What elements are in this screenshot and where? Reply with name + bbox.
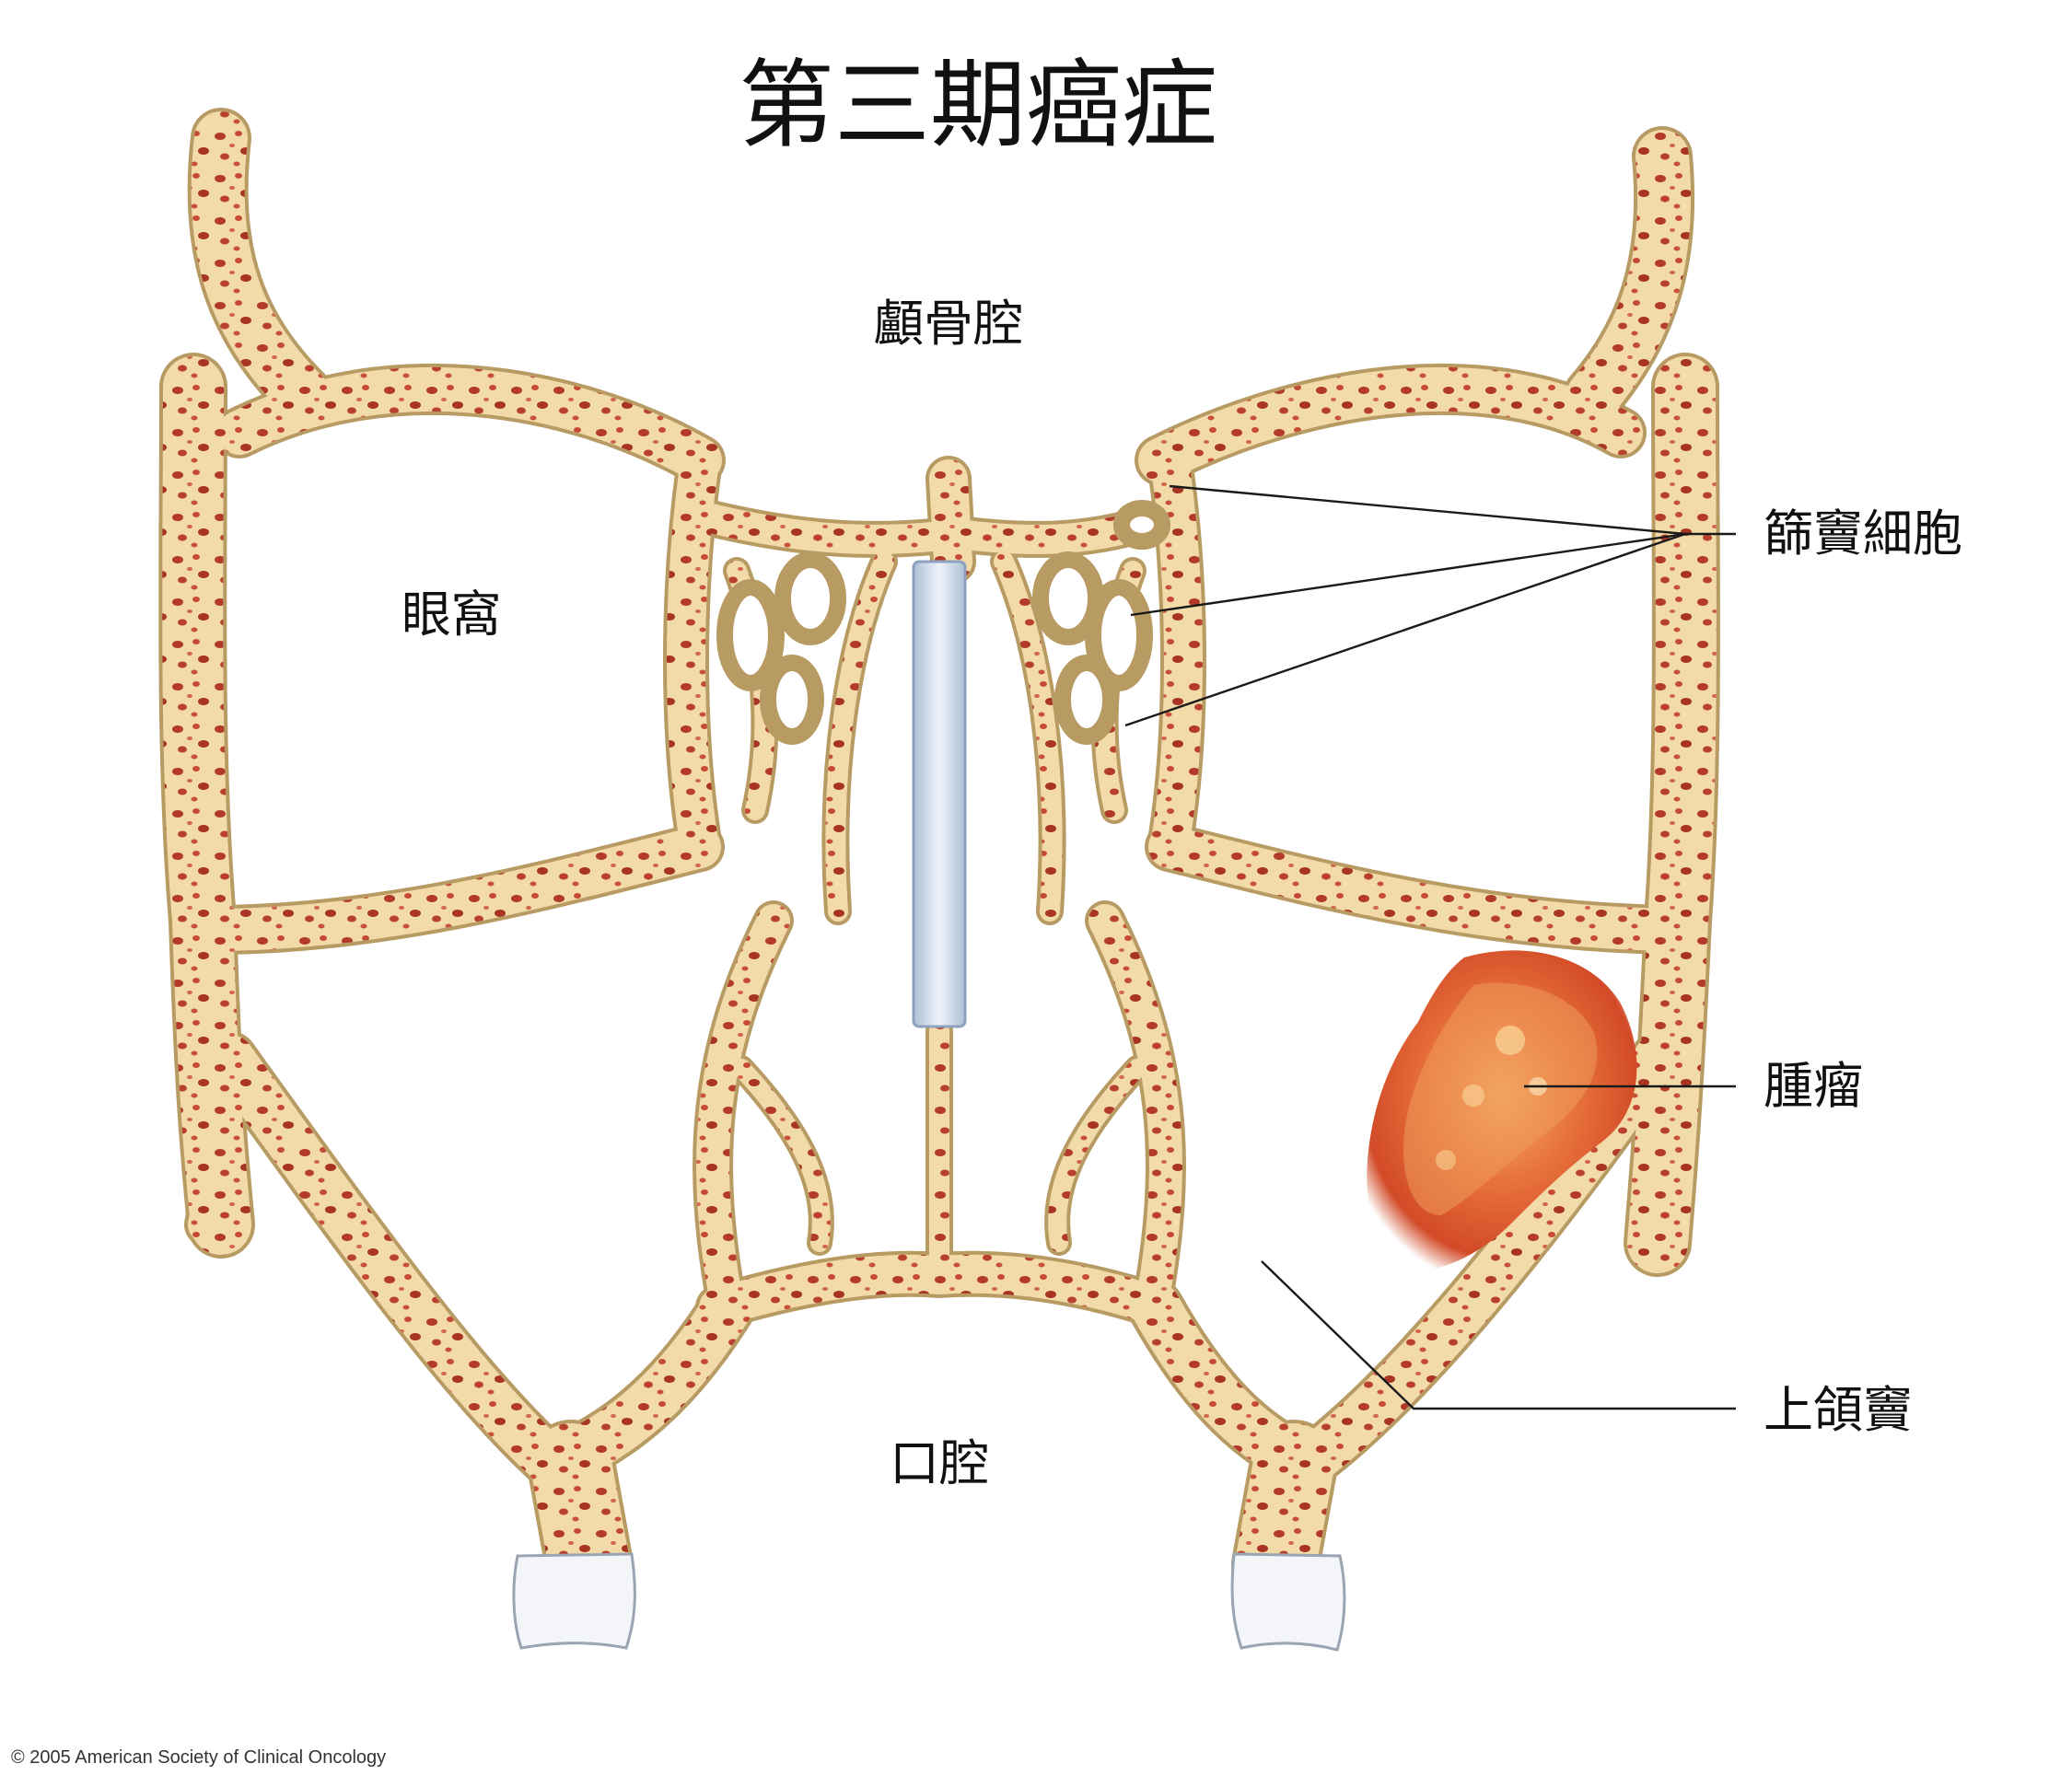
leader-ethmoid-1 [1169, 484, 1686, 536]
leader-lines [1124, 484, 1736, 1410]
label-cranial-cavity: 顱骨腔 [874, 295, 1023, 353]
label-ethmoid-cells: 篩竇細胞 [1764, 505, 1962, 563]
label-tumor: 腫瘤 [1764, 1057, 1863, 1115]
tumor-mass [1367, 950, 1637, 1270]
diagram-title: 第三期癌症 [739, 49, 1217, 161]
skull-bone-structure [158, 108, 1720, 1609]
leader-maxillary-sinus [1261, 1260, 1736, 1410]
label-orbit: 眼窩 [402, 586, 501, 644]
bone-marrow [162, 111, 1717, 1606]
right-tooth [1230, 1552, 1346, 1652]
leader-ethmoid-3 [1124, 532, 1686, 727]
nasal-septum-cartilage [912, 560, 967, 1028]
label-maxillary-sinus: 上頜竇 [1764, 1381, 1913, 1439]
ethmoid-air-cells-left [716, 551, 846, 745]
copyright-notice: © 2005 American Society of Clinical Onco… [11, 1747, 386, 1768]
leader-ethmoid-2 [1130, 532, 1686, 617]
left-tooth [512, 1552, 636, 1650]
ethmoid-air-cells-right [1032, 500, 1170, 745]
label-oral-cavity: 口腔 [890, 1434, 989, 1492]
